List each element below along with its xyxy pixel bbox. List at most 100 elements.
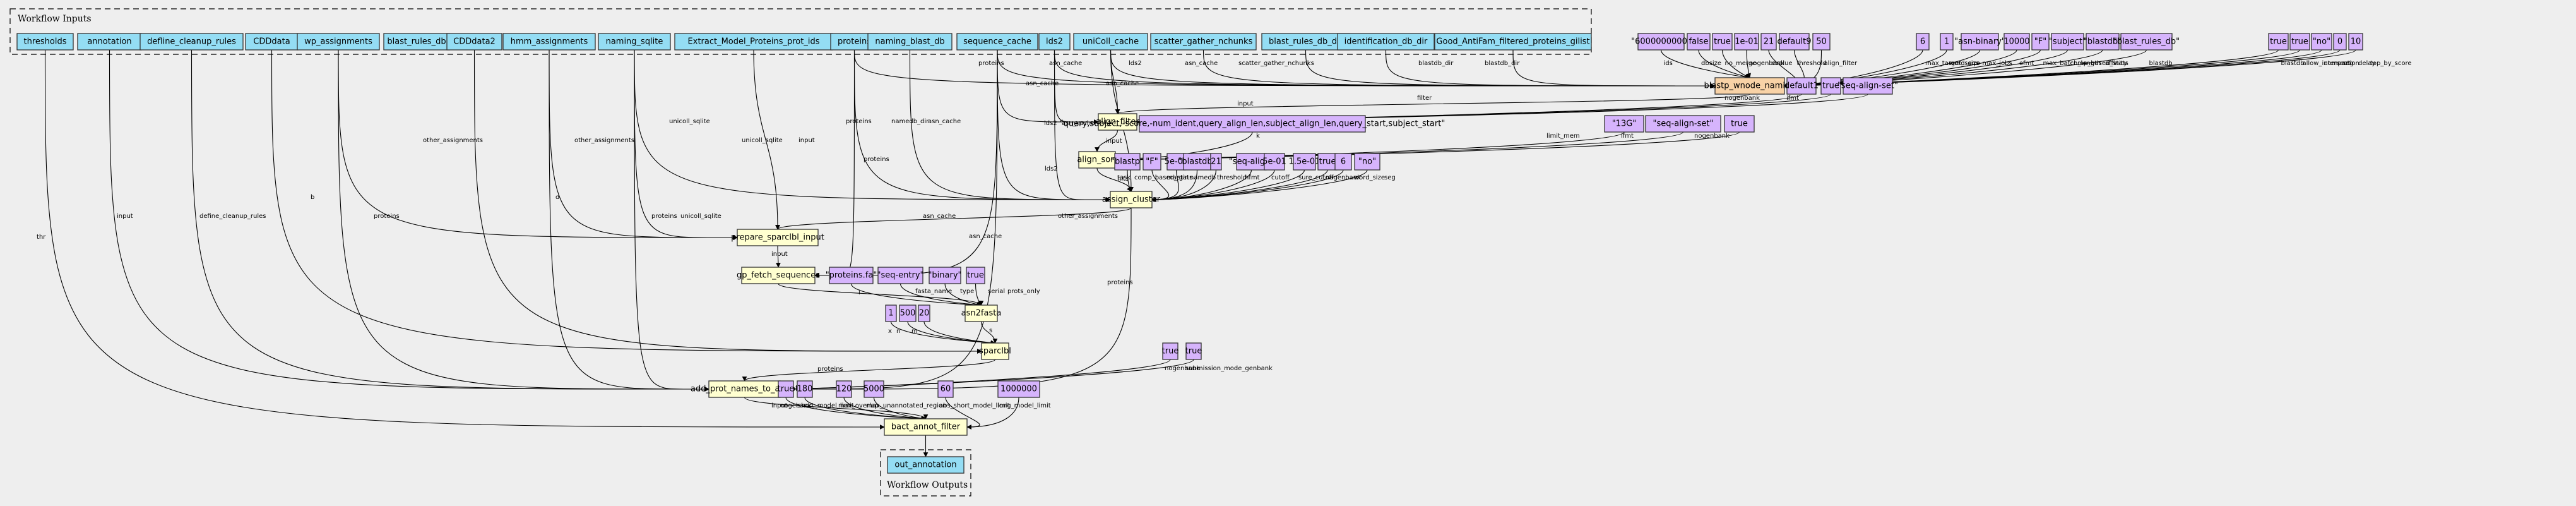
edge-label: input xyxy=(1106,138,1122,145)
param-blastp-top-18[interactable]: 0 xyxy=(2333,33,2347,51)
param-asn2fasta-row-1[interactable]: "seq-entry" xyxy=(877,267,924,284)
param-blastp-top-3[interactable]: 1e-01 xyxy=(1734,33,1759,51)
param-cluster-row-9-label: 6 xyxy=(1341,157,1346,167)
input-naming-sqlite[interactable]: naming_sqlite xyxy=(598,33,671,51)
input-unicoll-cache[interactable]: uniColl_cache xyxy=(1073,33,1148,51)
param-port-label: margin xyxy=(1166,174,1189,181)
param-sort-row-0[interactable]: "query,subject,-score,-num_ident,query_a… xyxy=(1060,115,1445,133)
param-blastp-top-7[interactable]: 6 xyxy=(1916,33,1930,51)
param-filter-seq-align-set[interactable]: "seq-align-set" xyxy=(1837,77,1898,95)
step-prepare-sparclbl-input[interactable]: prepare_sparclbl_input xyxy=(731,229,824,246)
param-sort-row-0-label: "query,subject,-score,-num_ident,query_a… xyxy=(1060,119,1445,129)
edge-in13-to-blastp xyxy=(1054,49,1716,88)
param-sparclbl-row-2[interactable]: 20 xyxy=(918,304,930,322)
param-blastp-top-8-label: 1 xyxy=(1944,37,1949,47)
param-bact-row-2[interactable]: 120 xyxy=(836,380,852,398)
param-bact-row-0[interactable]: true xyxy=(778,380,795,398)
param-port-label: threshold xyxy=(1797,60,1827,67)
param-blastp-top-2[interactable]: true xyxy=(1712,33,1733,51)
input-lds2[interactable]: lds2 xyxy=(1038,33,1071,51)
param-port-label: ids xyxy=(1664,60,1673,67)
param-sort-row-2[interactable]: "seq-align-set" xyxy=(1645,115,1721,133)
param-blastp-top-0[interactable]: "6000000000" xyxy=(1631,33,1691,51)
step-add-prot-names-to-annot[interactable]: add_prot_names_to_annot xyxy=(691,380,798,398)
param-asn2fasta-row-3[interactable]: true xyxy=(966,267,985,284)
param-cluster-row-2[interactable]: 5e-02 xyxy=(1165,153,1189,171)
param-bact-row-1[interactable]: 180 xyxy=(797,380,813,398)
step-asn2fasta[interactable]: asn2fasta xyxy=(961,304,1002,322)
param-asn2fasta-row-2[interactable]: "binary" xyxy=(928,267,962,284)
param-cluster-row-5[interactable]: "seq-align" xyxy=(1229,153,1274,171)
param-bact-row-3[interactable]: 5000 xyxy=(864,380,884,398)
input-sequence-cache[interactable]: sequence_cache xyxy=(956,33,1038,51)
param-blastp-top-1[interactable]: false xyxy=(1687,33,1711,51)
edge-label: d xyxy=(555,194,559,201)
param-blastp-top-4[interactable]: 21 xyxy=(1760,33,1777,51)
param-sort-row-3[interactable]: true xyxy=(1724,115,1755,133)
step-align-filter[interactable]: align_filter xyxy=(1096,113,1139,131)
edge-asn2fasta-to-sparclbl xyxy=(980,321,998,344)
param-addnames-row-0-label: true xyxy=(1162,347,1179,356)
input-identification-db-dir[interactable]: identification_db_dir xyxy=(1337,33,1435,51)
edge-label: asn_cache xyxy=(928,118,961,125)
input-naming-blast-db[interactable]: naming_blast_db xyxy=(867,33,953,51)
param-blastp-top-11[interactable]: "F" xyxy=(2031,33,2050,51)
input-defline-cleanup-rules[interactable]: defline_cleanup_rules xyxy=(139,33,244,51)
param-bact-row-4[interactable]: 60 xyxy=(937,380,954,398)
input-blast-rules-db-dir[interactable]: blast_rules_db_dir xyxy=(1261,33,1350,51)
input-wp-assignments[interactable]: wp_assignments xyxy=(297,33,380,51)
param-blastp-top-14[interactable]: "blast_rules_db" xyxy=(2113,33,2180,51)
param-addnames-row-0[interactable]: true xyxy=(1162,342,1179,360)
step-bact-annot-filter[interactable]: bact_annot_filter xyxy=(884,418,968,436)
input-cdddata2[interactable]: CDDdata2 xyxy=(446,33,502,51)
param-blastp-top-12[interactable]: "subject" xyxy=(2049,33,2086,51)
param-cluster-row-9[interactable]: 6 xyxy=(1334,153,1352,171)
param-blastp-top-8[interactable]: 1 xyxy=(1940,33,1954,51)
input-thresholds[interactable]: thresholds xyxy=(16,33,74,51)
param-bact-row-5[interactable]: 1000000 xyxy=(997,380,1040,398)
param-blastp-top-13[interactable]: "blastdb" xyxy=(2084,33,2122,51)
param-blastp-top-15[interactable]: true xyxy=(2268,33,2289,51)
input-blast-rules-db[interactable]: blast_rules_db xyxy=(383,33,450,51)
output-out-annotation[interactable]: out_annotation xyxy=(887,456,965,474)
param-cluster-row-8[interactable]: true xyxy=(1317,153,1338,171)
step-sparclbl[interactable]: sparclbl xyxy=(979,342,1011,360)
param-cluster-row-0[interactable]: "blastp" xyxy=(1111,153,1144,171)
param-sparclbl-row-1[interactable]: 500 xyxy=(899,304,917,322)
param-blastp-top-16[interactable]: true xyxy=(2289,33,2310,51)
edge-label: unicoll_sqlite xyxy=(742,137,783,144)
param-addnames-row-1[interactable]: true xyxy=(1185,342,1202,360)
param-bact-row-2-label: 120 xyxy=(836,385,852,394)
input-cdddata[interactable]: CDDdata xyxy=(245,33,299,51)
param-blastp-top-6[interactable]: 50 xyxy=(1812,33,1831,51)
param-blastp-top-10[interactable]: 10000 xyxy=(2003,33,2030,51)
param-filter-default1[interactable]: default1 xyxy=(1784,77,1819,95)
param-filter-true[interactable]: true xyxy=(1820,77,1841,95)
param-cluster-row-1[interactable]: "F" xyxy=(1143,153,1161,171)
param-bact-row-0-label: true xyxy=(778,385,795,394)
param-port-label: serial xyxy=(988,288,1005,295)
step-gp-fetch-sequences[interactable]: gp_fetch_sequences xyxy=(737,267,820,284)
input-good-antifam-filtered-proteins-gilist[interactable]: Good_AntiFam_filtered_proteins_gilist xyxy=(1434,33,1592,51)
param-sort-row-2-label: "seq-align-set" xyxy=(1653,119,1714,129)
param-cluster-row-6[interactable]: 5e-01 xyxy=(1262,153,1286,171)
param-blastp-top-9[interactable]: "asn-binary" xyxy=(1954,33,2005,51)
workflow-inputs-cluster xyxy=(9,8,1592,55)
step-blastp-wnode-naming[interactable]: blastp_wnode_naming xyxy=(1704,77,1796,95)
input-extract-model-proteins-prot-ids[interactable]: Extract_Model_Proteins_prot_ids xyxy=(674,33,833,51)
param-asn2fasta-row-0[interactable]: "proteins.fa" xyxy=(826,267,877,284)
param-sort-row-1[interactable]: "13G" xyxy=(1604,115,1644,133)
input-hmm-assignments[interactable]: hmm_assignments xyxy=(502,33,596,51)
input-scatter-gather-nchunks[interactable]: scatter_gather_nchunks xyxy=(1150,33,1257,51)
step-align-sort[interactable]: align_sort xyxy=(1077,151,1117,169)
param-cluster-row-7[interactable]: 1.5e-01 xyxy=(1289,153,1321,171)
param-blastp-top-17[interactable]: "no" xyxy=(2311,33,2332,51)
param-blastp-top-5[interactable]: default9 xyxy=(1777,33,1812,51)
step-assign-cluster[interactable]: assign_cluster xyxy=(1102,191,1161,208)
param-cluster-row-10[interactable]: "no" xyxy=(1354,153,1380,171)
param-cluster-row-4[interactable]: 21 xyxy=(1210,153,1222,171)
param-sparclbl-row-0[interactable]: 1 xyxy=(885,304,897,322)
param-blastp-top-19[interactable]: 10 xyxy=(2348,33,2363,51)
param-cluster-row-3[interactable]: "blastdb" xyxy=(1178,153,1216,171)
input-annotation[interactable]: annotation xyxy=(77,33,142,51)
